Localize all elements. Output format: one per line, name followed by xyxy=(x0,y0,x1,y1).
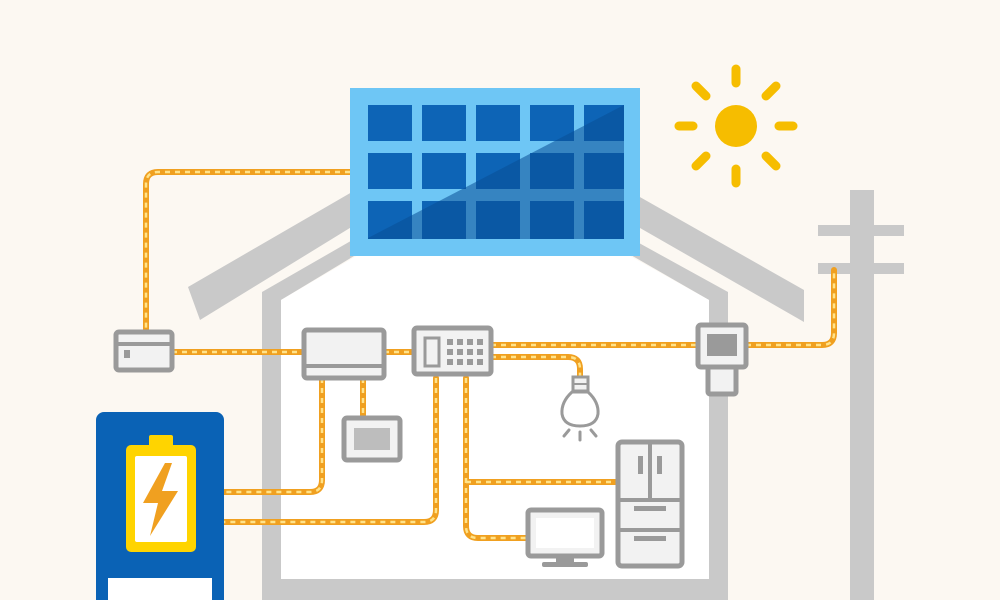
battery-storage-icon xyxy=(96,412,224,600)
solar-panel-icon xyxy=(350,88,640,256)
monitor-icon xyxy=(341,415,403,463)
power-conditioner-icon xyxy=(301,327,387,381)
wiring xyxy=(143,169,837,541)
distribution-board-icon xyxy=(411,325,494,377)
light-bulb-icon xyxy=(560,375,600,442)
house-icon xyxy=(188,112,804,600)
utility-pole-icon xyxy=(818,190,904,600)
junction-box-icon xyxy=(113,329,175,373)
lightning-icon xyxy=(143,463,178,536)
smart-meter-icon xyxy=(695,322,749,397)
refrigerator-icon xyxy=(615,439,685,569)
sun-icon xyxy=(674,64,798,188)
television-icon xyxy=(525,507,605,567)
